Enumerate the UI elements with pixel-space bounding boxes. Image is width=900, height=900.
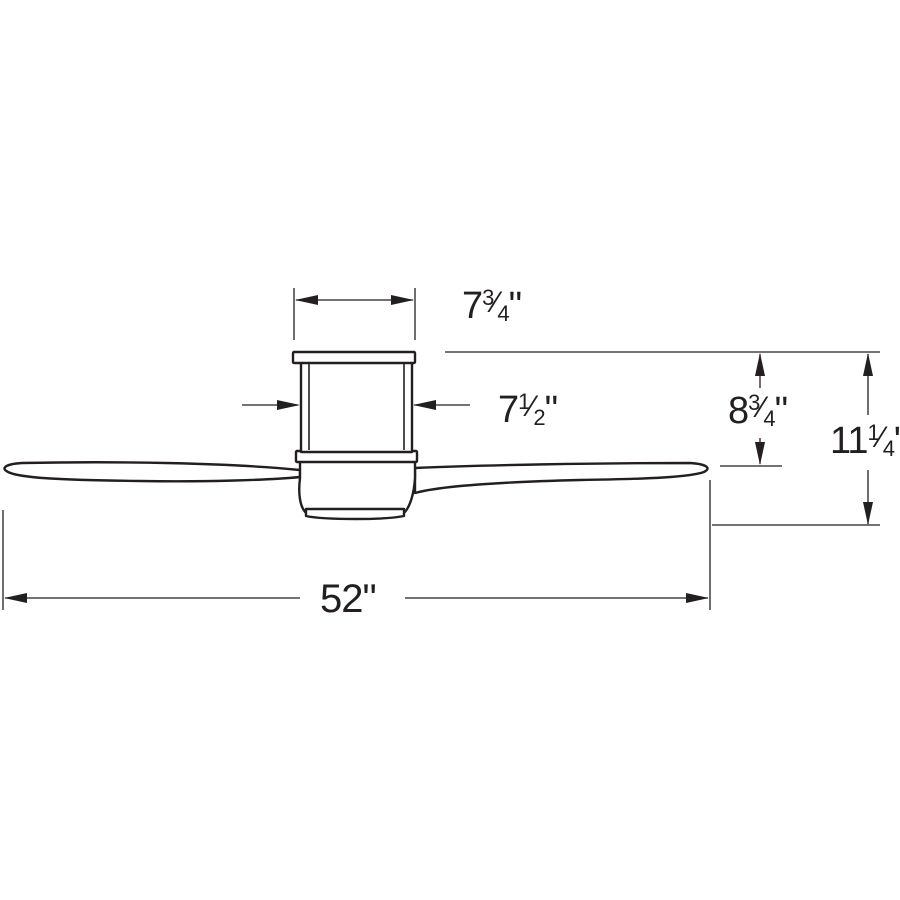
body-width-label: 71⁄2" xyxy=(498,389,557,431)
blade-span-dimension: 52" xyxy=(2,480,711,621)
overall-height-label: 111⁄4" xyxy=(830,420,900,462)
canopy-to-blade-arrow-down xyxy=(755,442,765,465)
canopy-width-arrow-left xyxy=(295,295,318,305)
overall-height-dimension: 111⁄4" xyxy=(830,353,900,525)
canopy-to-blade-arrow-up xyxy=(755,353,765,376)
motor-housing-bowl xyxy=(298,456,417,515)
canopy-width-arrow-right xyxy=(391,295,414,305)
canopy-width-label: 73⁄4" xyxy=(462,285,521,327)
right-blade xyxy=(413,461,709,495)
light-lens xyxy=(304,507,406,521)
canopy-to-blade-dimension: 83⁄4" xyxy=(720,353,788,467)
body-width-arrow-right xyxy=(413,400,436,410)
body-width-arrow-left xyxy=(277,400,300,410)
fan-illustration xyxy=(3,350,709,521)
left-blade xyxy=(3,461,302,483)
blade-span-arrow-right xyxy=(686,593,709,603)
overall-height-arrow-up xyxy=(863,353,873,376)
blade-span-arrow-left xyxy=(4,593,27,603)
motor-cylinder xyxy=(299,360,414,454)
canopy-cap xyxy=(291,350,417,365)
blade-span-label: 52" xyxy=(320,577,376,621)
overall-height-arrow-down xyxy=(863,502,873,525)
canopy-to-blade-label: 83⁄4" xyxy=(728,390,787,432)
canopy-width-dimension: 73⁄4" xyxy=(293,285,522,340)
